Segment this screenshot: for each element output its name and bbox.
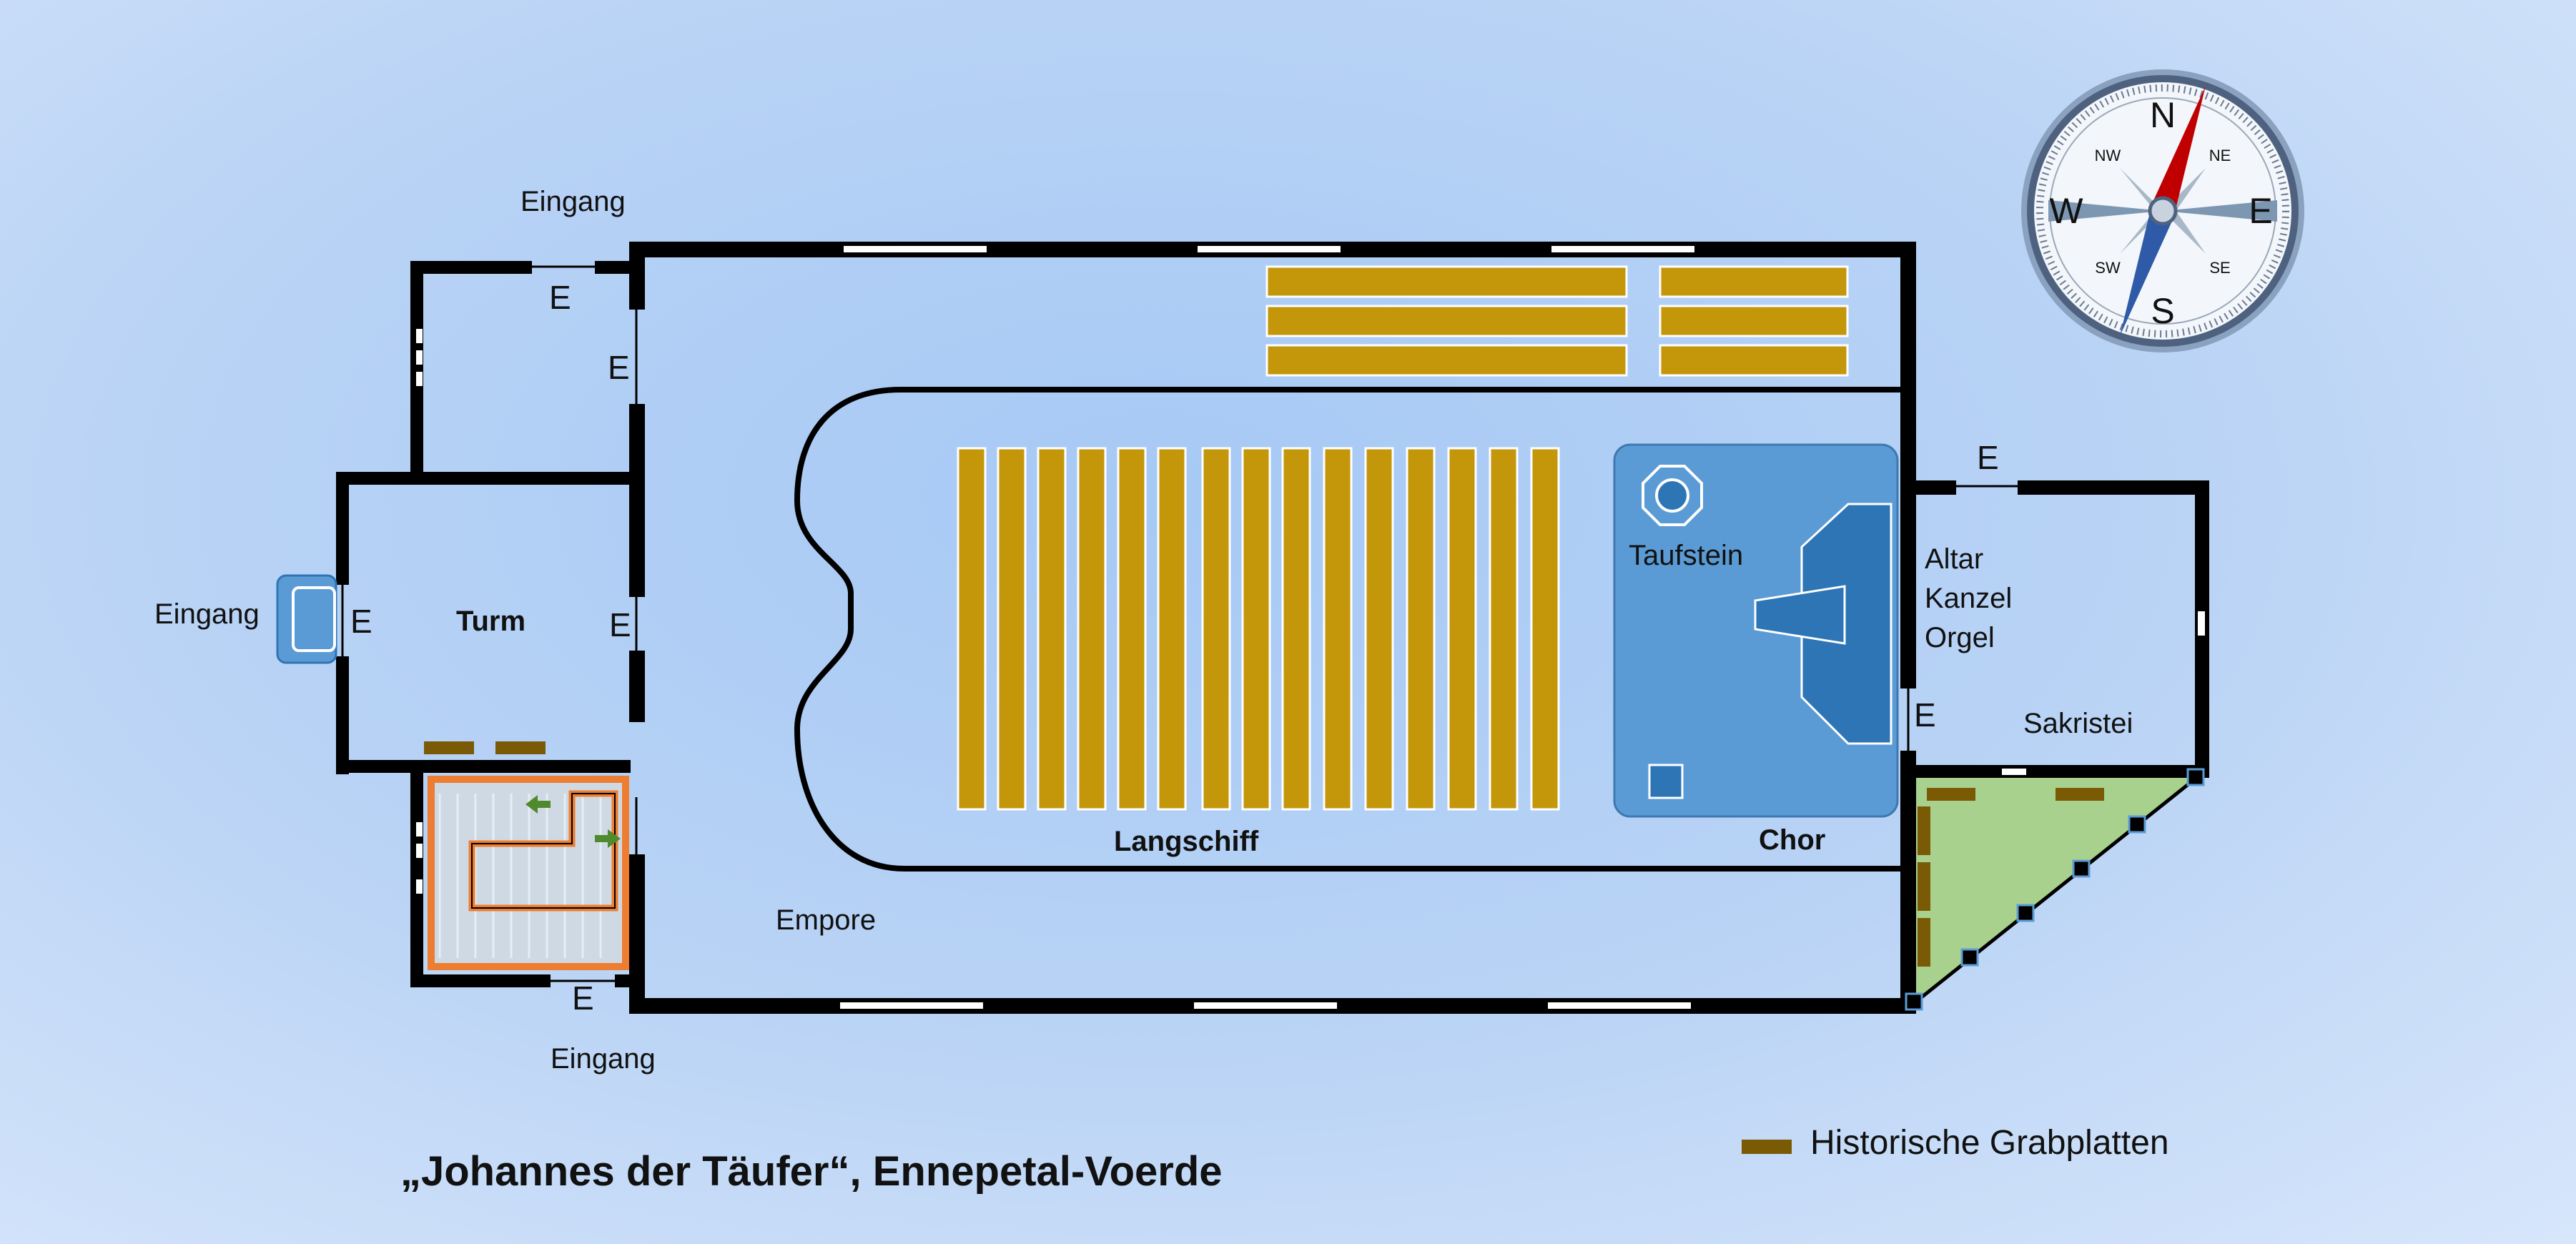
legend: Historische Grabplatten	[1742, 1124, 2169, 1162]
nave-walls	[629, 242, 1916, 1014]
feature-label-orgel: Orgel	[1925, 622, 1995, 653]
turm-walls	[336, 472, 631, 774]
grabplatte	[495, 741, 546, 754]
grabplatte	[424, 741, 474, 754]
chor-small-square	[1648, 764, 1684, 799]
altar-steps	[1800, 503, 1892, 745]
chor-area	[1613, 443, 1899, 818]
compass-label-s: S	[2151, 291, 2174, 331]
kanzel-shape	[1754, 585, 1846, 645]
feature-label-taufstein: Taufstein	[1629, 540, 1743, 571]
grabplatte	[1918, 862, 1930, 911]
stair-steps	[438, 794, 602, 958]
entrance-label-left: Eingang	[154, 598, 260, 630]
arrow-right-icon	[595, 829, 621, 848]
upper-pews	[1265, 265, 1849, 377]
entrance-label-bottom: Eingang	[551, 1043, 656, 1075]
room-label-sakristei: Sakristei	[2023, 708, 2133, 739]
feature-label-altar: Altar	[1925, 543, 1983, 575]
left-porch	[276, 574, 337, 664]
compass-label-e: E	[2249, 191, 2272, 231]
legend-swatch	[1742, 1140, 1792, 1154]
grabplatte	[1927, 788, 1975, 801]
stairwell	[410, 773, 631, 987]
grabplatte	[1918, 918, 1930, 967]
compass-label-sw: SW	[2095, 259, 2121, 277]
door-marker: E	[549, 279, 571, 316]
legend-label: Historische Grabplatten	[1810, 1124, 2169, 1162]
sakristei-walls	[1907, 480, 2209, 778]
compass-needle-north	[2152, 86, 2206, 218]
courtyard	[1905, 768, 2205, 1011]
compass-label-nw: NW	[2095, 147, 2121, 164]
compass-label-w: W	[2049, 191, 2083, 231]
door-marker: E	[1977, 439, 1999, 476]
door-marker: E	[1914, 696, 1936, 734]
room-label-turm: Turm	[456, 606, 525, 637]
vestibule-walls	[410, 261, 631, 485]
compass-label-n: N	[2150, 95, 2176, 135]
page-title: „Johannes der Täufer“, Ennepetal-Voerde	[400, 1148, 1223, 1195]
grabplatte	[2056, 788, 2104, 801]
arrow-left-icon	[525, 795, 551, 814]
door-marker: E	[572, 979, 594, 1017]
compass-label-ne: NE	[2209, 147, 2231, 164]
entrance-label-top: Eingang	[520, 186, 626, 217]
compass-needle-south	[2120, 204, 2173, 336]
room-label-chor: Chor	[1759, 824, 1825, 856]
room-label-langschiff: Langschiff	[1114, 826, 1259, 857]
grabplatte	[1918, 806, 1930, 855]
compass-label-se: SE	[2209, 259, 2230, 277]
room-label-empore: Empore	[776, 904, 876, 936]
nave-pews	[957, 447, 1560, 811]
compass-rose-icon	[2021, 69, 2304, 352]
door-marker: E	[608, 349, 630, 386]
door-marker: E	[350, 603, 372, 640]
empore-outline	[794, 387, 1900, 872]
door-marker: E	[609, 606, 631, 643]
feature-label-kanzel: Kanzel	[1925, 583, 2012, 614]
